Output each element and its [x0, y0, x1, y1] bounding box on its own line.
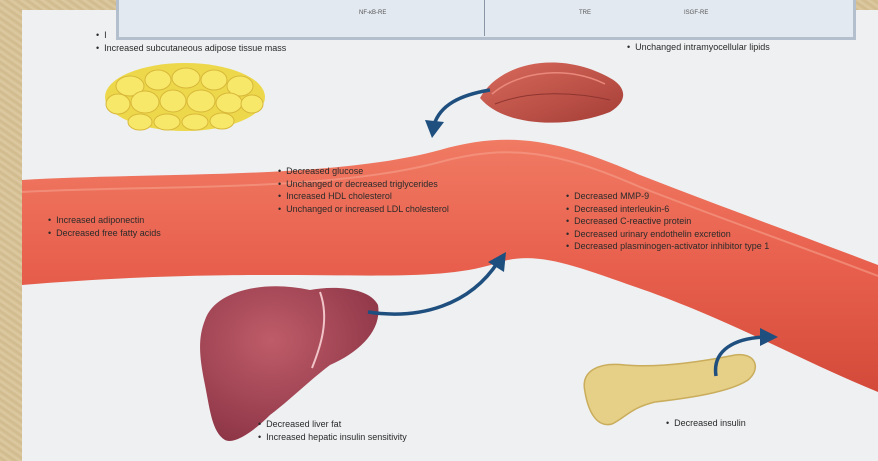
vessel-effect-item: Decreased MMP-9 — [566, 190, 769, 203]
vessel-effect-item: Decreased glucose — [278, 165, 449, 178]
adipose-effects-list: I Increased subcutaneous adipose tissue … — [96, 29, 286, 54]
liver-effects-list: Decreased liver fat Increased hepatic in… — [258, 418, 407, 443]
adipose-tissue-illustration — [105, 63, 265, 131]
muscle-effect-item: Unchanged intramyocellular lipids — [627, 41, 770, 54]
liver-effect-item: Decreased liver fat — [258, 418, 407, 431]
adipose-effect-item: Increased subcutaneous adipose tissue ma… — [96, 42, 286, 55]
vessel-effect-item: Unchanged or increased LDL cholesterol — [278, 203, 449, 216]
vessel-right-effects-list: Decreased MMP-9 Decreased interleukin-6 … — [566, 190, 769, 253]
arrow-muscle-to-vessel — [434, 90, 490, 125]
vessel-left-effects-list: Increased adiponectin Decreased free fat… — [48, 214, 161, 239]
vessel-effect-item: Increased HDL cholesterol — [278, 190, 449, 203]
vessel-effect-item: Decreased C-reactive protein — [566, 215, 769, 228]
arrowhead-muscle — [425, 120, 444, 138]
adipose-effect-item: I — [96, 29, 286, 42]
vessel-effect-item: Decreased plasminogen-activator inhibito… — [566, 240, 769, 253]
liver-effect-item: Increased hepatic insulin sensitivity — [258, 431, 407, 444]
pancreas-effects-list: Decreased insulin — [666, 417, 746, 430]
pancreas-effect-item: Decreased insulin — [666, 417, 746, 430]
vessel-effect-item: Decreased interleukin-6 — [566, 203, 769, 216]
vessel-effect-item: Increased adiponectin — [48, 214, 161, 227]
vessel-center-effects-list: Decreased glucose Unchanged or decreased… — [278, 165, 449, 215]
vessel-effect-item: Decreased urinary endothelin excretion — [566, 228, 769, 241]
muscle-illustration — [480, 63, 623, 123]
blood-vessel — [22, 140, 878, 392]
vessel-effect-item: Unchanged or decreased triglycerides — [278, 178, 449, 191]
muscle-effects-list: Unchanged intramyocellular lipids — [627, 41, 770, 54]
vessel-effect-item: Decreased free fatty acids — [48, 227, 161, 240]
pancreas-illustration — [584, 355, 755, 425]
